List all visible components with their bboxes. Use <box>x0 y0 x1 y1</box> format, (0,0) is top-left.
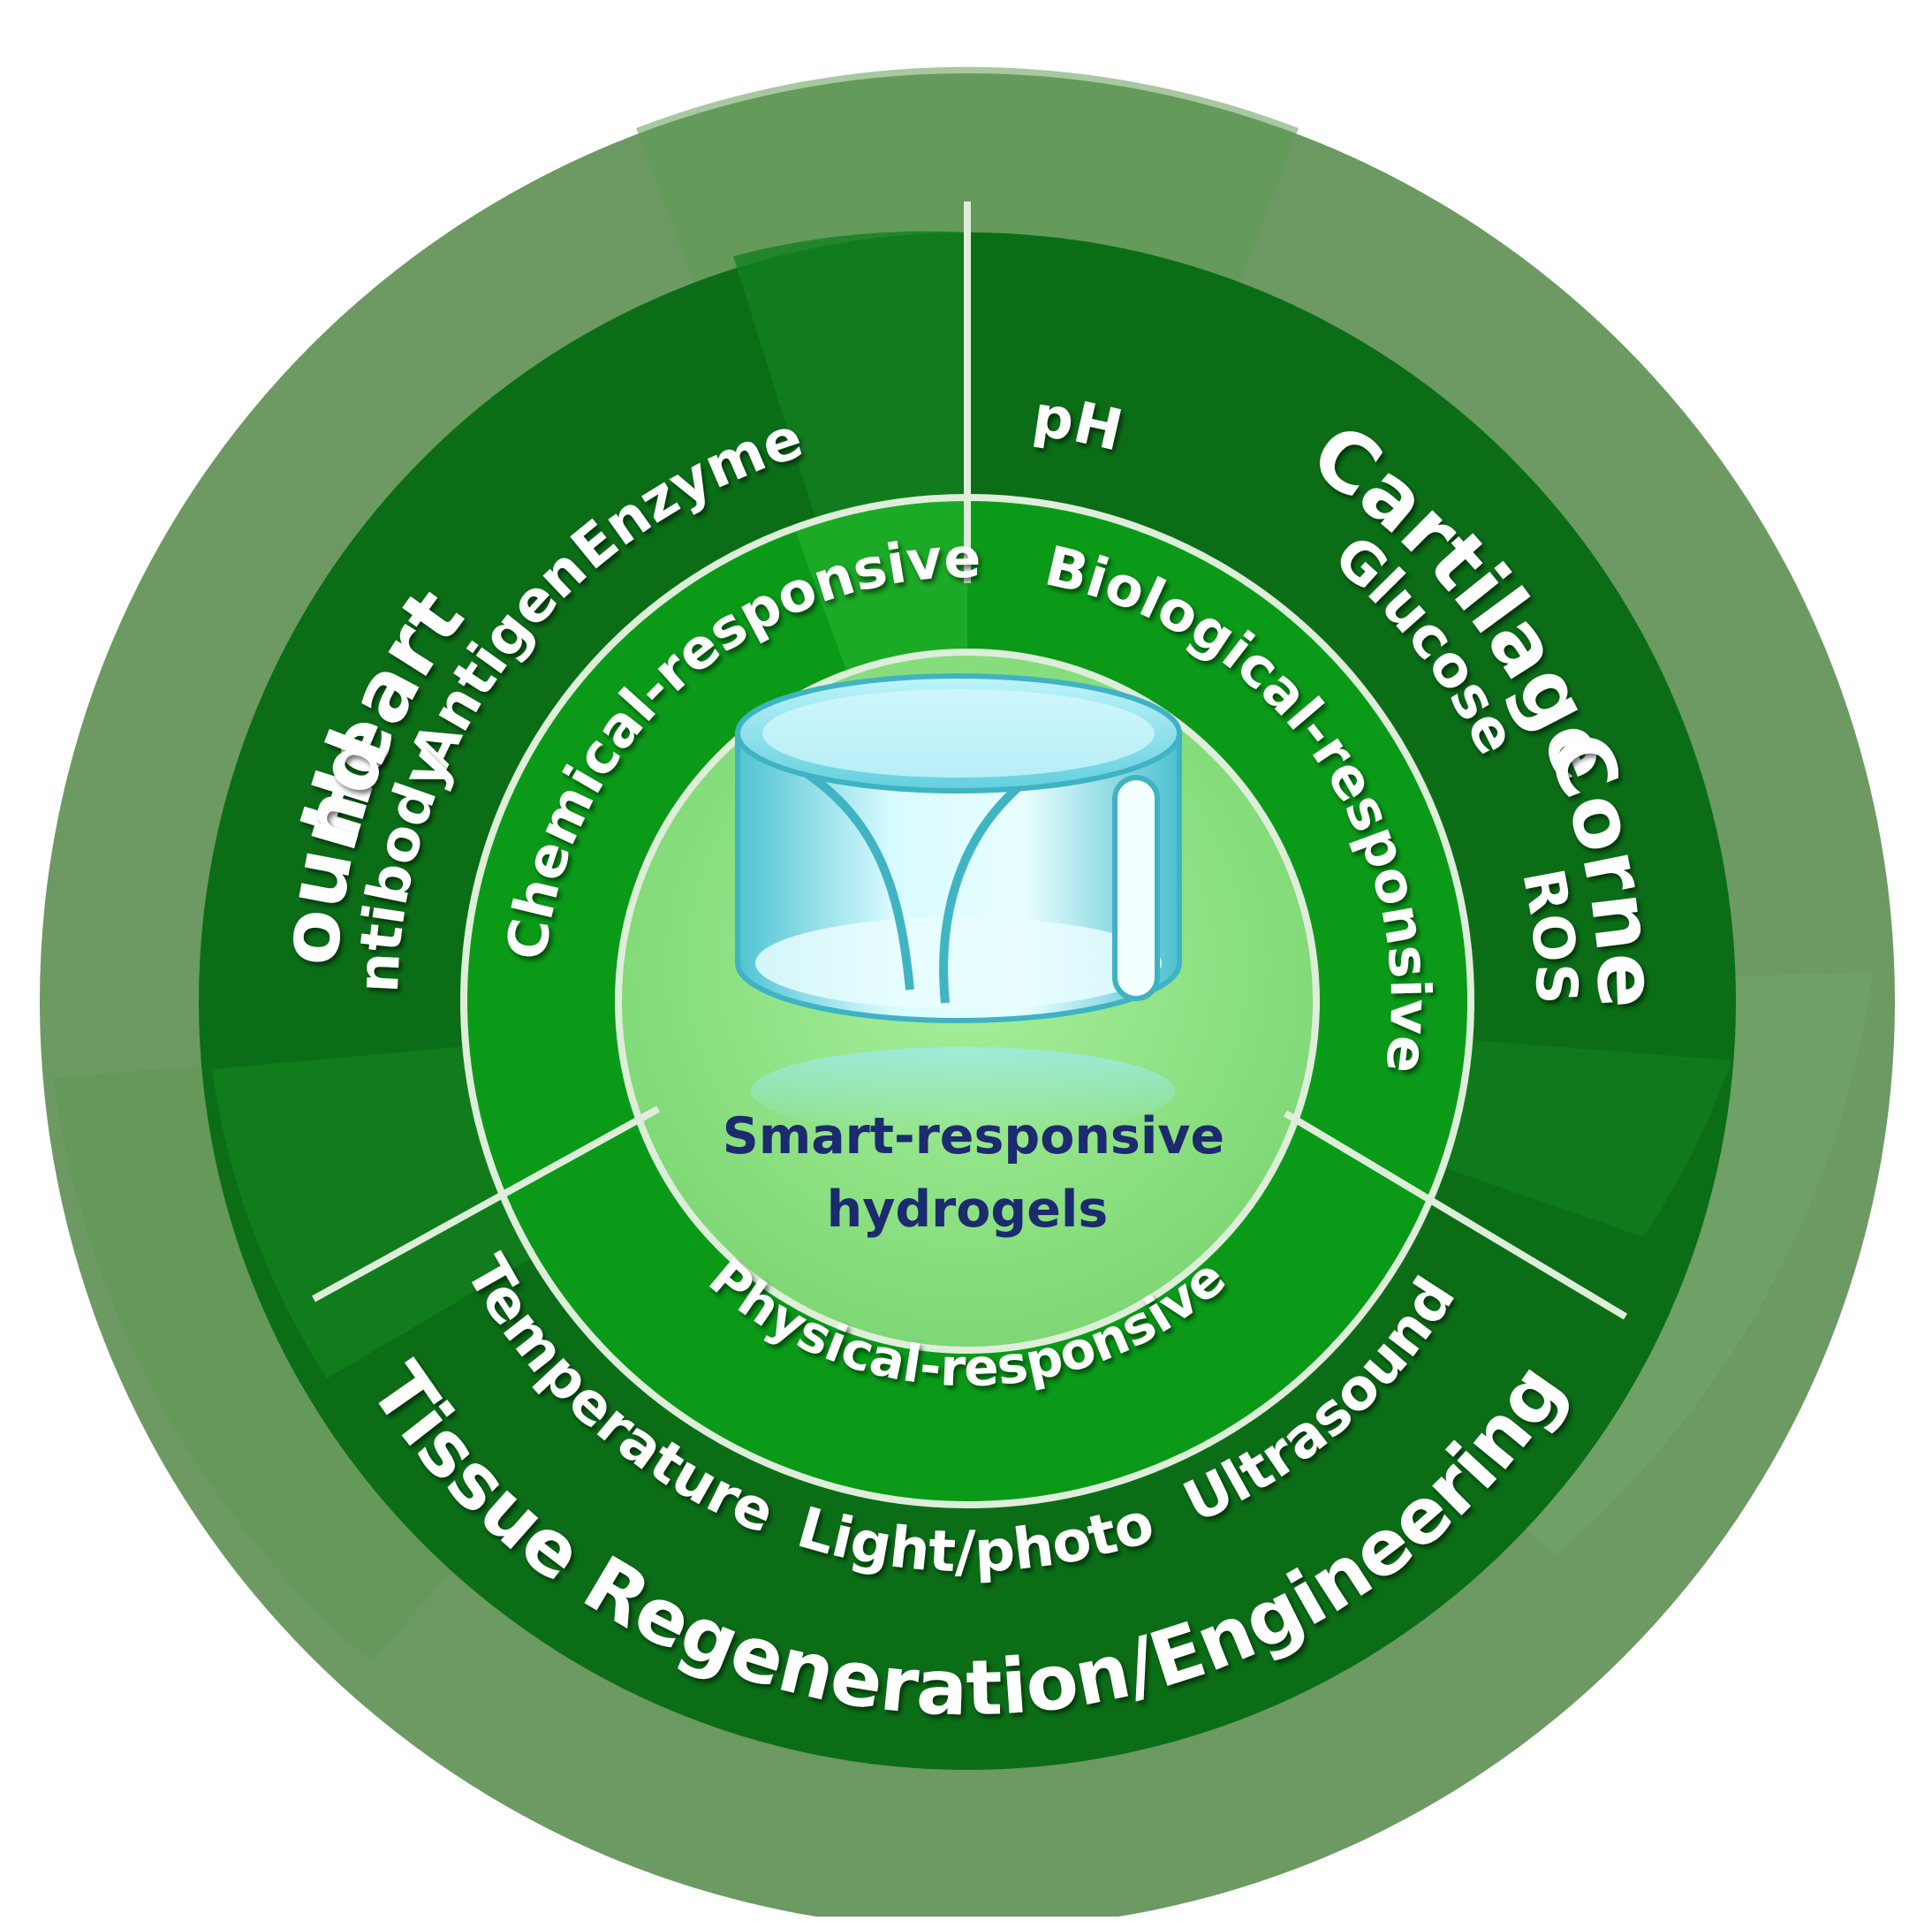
divider-line <box>1283 1110 1628 1320</box>
hydrogel-icon <box>735 673 1182 1135</box>
center-title-line1: Smart-responsive <box>723 1107 1224 1166</box>
divider-line <box>312 1105 660 1302</box>
center-title-line2: hydrogels <box>827 1181 1109 1239</box>
